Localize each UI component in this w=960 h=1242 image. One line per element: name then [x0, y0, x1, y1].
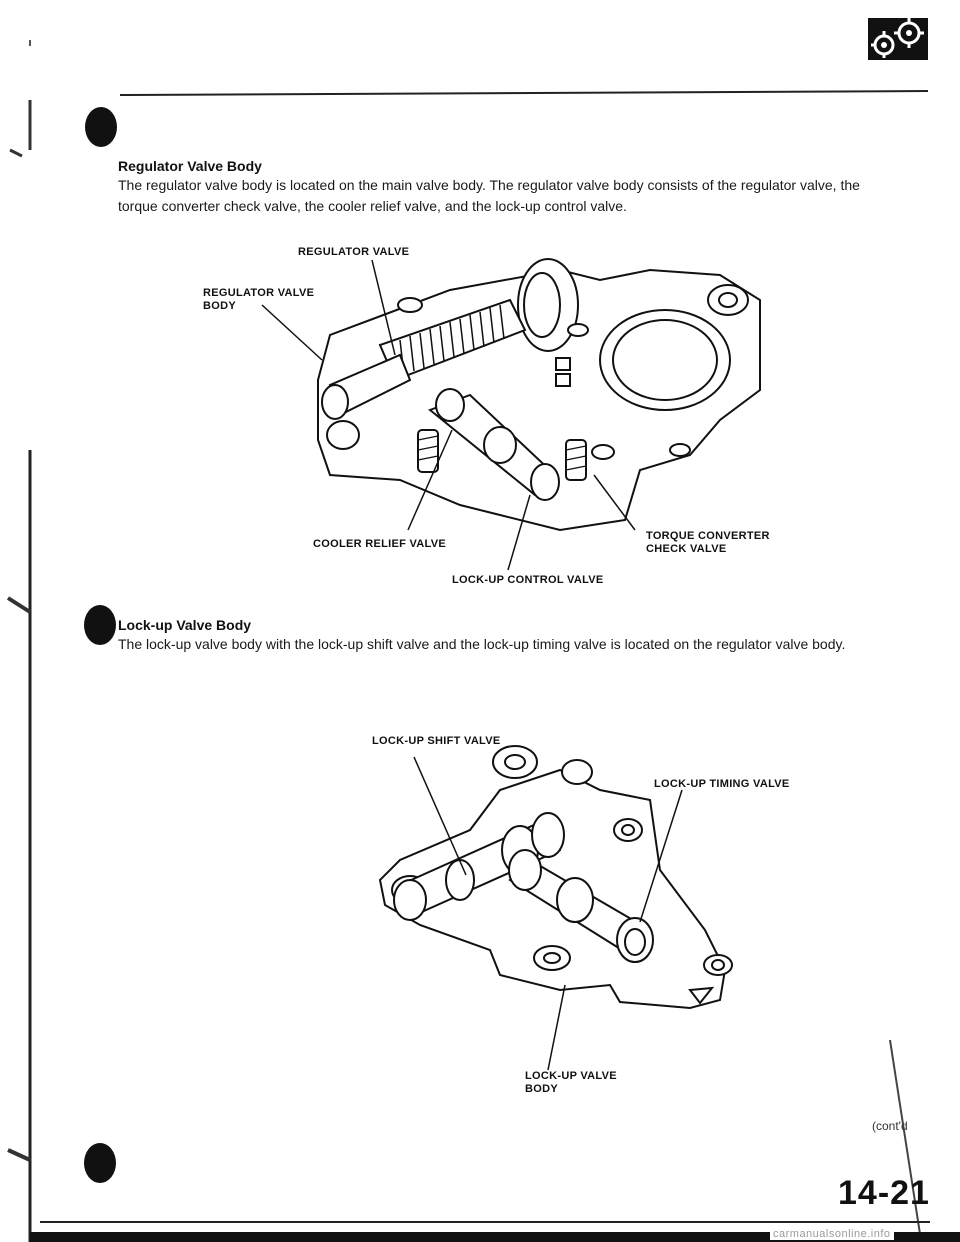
watermark: carmanualsonline.info — [770, 1228, 894, 1240]
bottom-bar — [30, 1232, 960, 1242]
label-cooler-relief-valve: COOLER RELIEF VALVE — [313, 538, 447, 550]
label-lockup-shift-valve: LOCK-UP SHIFT VALVE — [372, 735, 501, 747]
lockup-paragraph: The lock-up valve body with the lock-up … — [118, 636, 846, 652]
continued-note: (cont'd — [872, 1119, 908, 1133]
label-regulator-valve: REGULATOR VALVE — [298, 246, 410, 258]
binder-hole-2 — [84, 605, 116, 645]
lockup-heading: Lock-up Valve Body — [118, 617, 252, 633]
header-rule — [119, 90, 929, 96]
regulator-paragraph: The regulator valve body is located on t… — [118, 175, 938, 217]
label-lockup-valve-body: LOCK-UP VALVE BODY — [525, 1070, 617, 1095]
binder-hole-1 — [85, 107, 117, 147]
regulator-text-line1: The regulator valve body is located on t… — [118, 177, 860, 193]
gears-icon — [868, 18, 928, 60]
regulator-text-line2: torque converter check valve, the cooler… — [118, 198, 627, 214]
label-lockup-timing-valve: LOCK-UP TIMING VALVE — [654, 778, 790, 790]
label-regulator-valve-body: REGULATOR VALVE BODY — [203, 287, 315, 312]
label-lockup-control-valve: LOCK-UP CONTROL VALVE — [452, 574, 604, 586]
binder-hole-3 — [84, 1143, 116, 1183]
page-number: 14-21 — [838, 1174, 930, 1212]
regulator-heading: Regulator Valve Body — [118, 158, 262, 174]
label-torque-converter-check-valve: TORQUE CONVERTER CHECK VALVE — [646, 530, 770, 555]
